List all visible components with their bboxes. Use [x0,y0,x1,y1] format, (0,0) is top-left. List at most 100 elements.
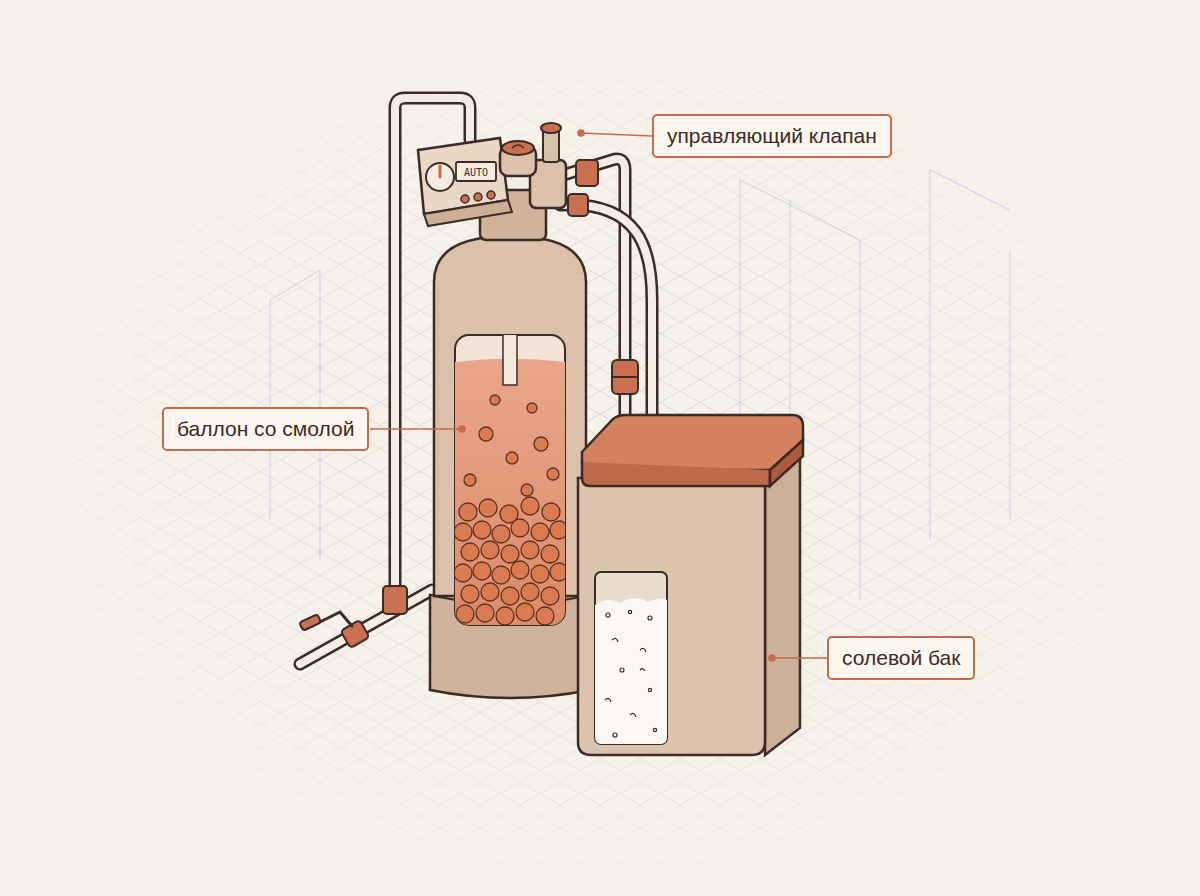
control-valve-part [426,163,454,191]
left-pipe-part [299,614,321,631]
salt-tank-part-part [605,610,657,737]
resin-tank-part-part-part [473,562,491,580]
control-valve [418,123,566,240]
resin-tank-part-part-part [455,564,472,582]
resin-tank-part-part-part [516,603,534,621]
left-pipe-part [300,590,432,664]
control-valve-part [502,141,534,155]
resin-tank-part-part-part [464,474,476,486]
resin-tank-part-part-part [547,468,559,480]
resin-tank-part-part-part [481,583,499,601]
salt-tank-part-part-part [606,613,610,617]
resin-tank-part-part-part [531,523,549,541]
resin-tank [430,236,602,698]
leader-lines-part [578,130,584,136]
resin-tank-part-part-part [506,452,518,464]
control-valve-part [439,166,442,177]
right-pipes-part [568,194,588,216]
resin-tank-part-part-part [521,497,539,515]
display-text: AUTO [464,167,488,178]
salt-tank-part-part-part [612,638,618,642]
callout-text: баллон со смолой [177,417,354,441]
right-pipes-part [612,376,638,378]
resin-tank-part-part [503,335,517,385]
callout-box: управляющий клапан [652,114,892,158]
resin-tank-part-part-part [541,545,559,563]
left-pipe-part [300,590,432,664]
resin-tank-part-part-part [511,561,529,579]
control-valve-part [512,145,524,148]
right-pipes-part [612,360,638,394]
resin-tank-part-part-part [501,587,519,605]
resin-tank-part-part-part [461,543,479,561]
salt-tank-part-part-part [648,616,652,620]
salt-tank-part [582,415,803,470]
resin-tank-part-part-part [456,605,474,623]
salt-tank-part [582,462,770,486]
resin-tank-part-part-part [501,545,519,563]
control-valve-part [461,195,469,203]
resin-tank-part-part-part [473,521,491,539]
resin-tank-part-part-part [479,499,497,517]
leader-lines-part [370,428,462,430]
left-pipe-part [383,586,407,614]
resin-tank-part-part-part [536,607,554,625]
leader-lines-part [581,133,652,136]
left-pipe-part [340,620,369,648]
resin-tank-part-part-part [542,503,560,521]
callout-box: баллон со смолой [162,407,369,451]
salt-tank-part-part-part [640,669,645,671]
salt-tank-part [765,452,800,755]
resin-tank-part-part-part [479,427,493,441]
control-valve-part [487,191,495,199]
resin-tank-part-part [455,395,565,625]
salt-tank-part [578,478,765,755]
resin-tank-part-part-part [541,587,559,605]
salt-tank-part-part-part [630,713,636,717]
callout-box: солевой бак [827,636,975,680]
resin-tank-part-part-part [550,521,565,539]
salt-tank-part-part [595,598,667,744]
callout-text: солевой бак [842,646,960,670]
callout-text: управляющий клапан [667,124,877,148]
salt-tank-part-part-part [640,648,646,652]
right-pipes-part [576,160,598,186]
salt-tank-part-part-part [620,668,624,672]
salt-tank-part-part-part [605,698,611,702]
resin-tank-part-part-part [511,519,529,537]
resin-tank-part-part-part [531,565,549,583]
leader-lines [370,130,827,661]
resin-tank-part-part-part [492,525,510,543]
control-valve-part [424,200,512,226]
control-valve-part [541,123,561,133]
salt-tank-part-part-part [653,728,656,731]
salt-tank-part-part-part [613,733,617,737]
resin-tank-part-part-part [521,541,539,559]
control-valve-part [474,193,482,201]
resin-tank-part-part-part [461,585,479,603]
resin-tank-part-part-part [534,437,548,451]
resin-tank-part-part-part [459,503,477,521]
resin-tank-part-part-part [490,395,500,405]
salt-tank-part-part-part [628,610,631,613]
salt-tank [578,415,803,755]
salt-tank-part [595,572,667,744]
resin-tank-part [455,335,565,625]
resin-tank-part-part-part [521,484,533,496]
salt-tank-part [595,598,667,744]
leader-lines-part [769,655,775,661]
resin-tank-part-part-part [476,604,494,622]
resin-tank-part-part-part [496,607,514,625]
resin-tank-part-part-part [527,403,537,413]
resin-tank-part-part-part [521,583,539,601]
leader-lines-part [772,657,827,659]
resin-tank-part-part-part [492,566,510,584]
resin-tank-part-part-part [550,563,565,581]
control-valve-part [456,162,496,181]
leader-lines-part [459,426,465,432]
salt-tank-part [770,440,803,486]
